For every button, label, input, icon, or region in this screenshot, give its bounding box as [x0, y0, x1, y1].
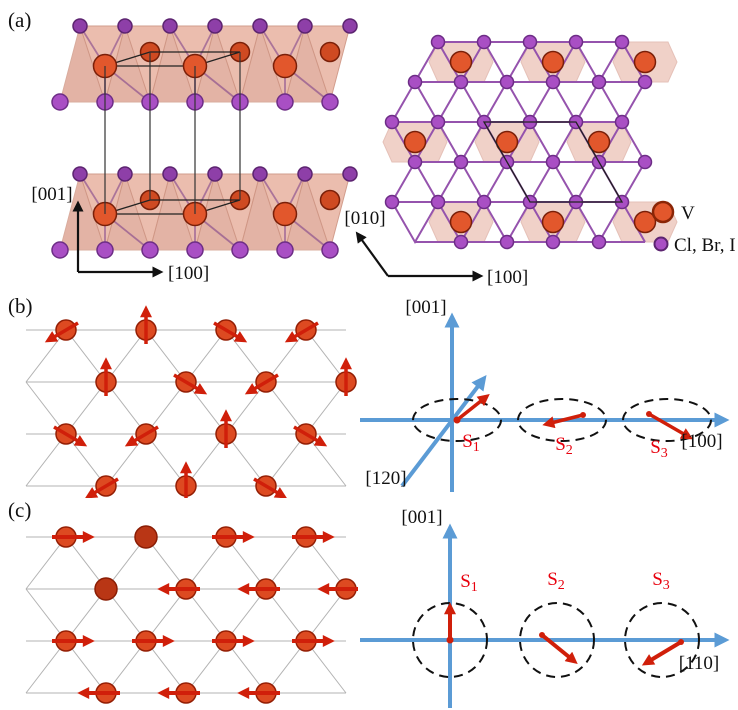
panel-b-schematic: [001] [100] [120] S1 S2 S3	[360, 297, 730, 492]
spin-label-s2-c: S2	[547, 569, 565, 593]
spin-sphere-1-b	[412, 394, 502, 442]
side-view-axes: [001] [100]	[31, 184, 209, 284]
panel-a-top-view: [010] [100] V Cl, Br, I	[344, 34, 736, 288]
schematic-axes-c	[360, 523, 730, 708]
panel-b-label: (b)	[8, 294, 33, 318]
axis-120-arrow-b	[400, 375, 487, 488]
panel-c-label: (c)	[8, 498, 32, 522]
spin-arrows	[52, 531, 358, 699]
lattice-lines	[25, 329, 347, 487]
crystal-slab-top	[51, 18, 358, 111]
spin-sphere-1-c	[412, 602, 488, 678]
legend-halogen-swatch	[653, 236, 669, 252]
panel-c-schematic: [001] [110] S1 S2 S3	[360, 507, 730, 708]
spin-arrows	[44, 305, 352, 498]
spin-label-s3-b: S3	[650, 437, 668, 461]
axis-100-label-b: [100]	[681, 431, 722, 452]
axis-100-label-top: [100]	[487, 267, 528, 288]
spin-sphere-3-b	[622, 398, 712, 442]
legend: V Cl, Br, I	[651, 200, 736, 256]
axis-010-label: [010]	[344, 208, 385, 229]
crystal-slab-bottom	[51, 166, 358, 259]
legend-vanadium-label: V	[681, 203, 695, 224]
schematic-axes-b	[360, 312, 730, 492]
axis-001-label-b: [001]	[405, 297, 446, 318]
halogen-atoms-top-view	[384, 34, 653, 250]
spin-sphere-3-c	[624, 602, 700, 678]
axis-001-label: [001]	[31, 184, 72, 205]
axis-010-arrow	[355, 231, 389, 277]
axis-001-label-c: [001]	[401, 507, 442, 528]
legend-halogen-label: Cl, Br, I	[674, 235, 736, 256]
top-view-axes: [010] [100]	[344, 208, 528, 288]
panel-a-side-view: [001] [100]	[31, 18, 358, 284]
interlayer-cell-edges	[104, 52, 241, 214]
axis-100-label: [100]	[168, 263, 209, 284]
legend-vanadium-swatch	[651, 200, 675, 224]
spin-label-s3-c: S3	[652, 569, 670, 593]
spin-label-s1-c: S1	[460, 571, 478, 595]
unit-cell-outline-top	[482, 121, 624, 203]
panel-c-spin-lattice	[25, 525, 358, 704]
axis-120-label-b: [120]	[365, 468, 406, 489]
lattice-lines	[25, 536, 347, 694]
panel-b-spin-lattice	[25, 305, 357, 498]
spin-label-s1-b: S1	[462, 431, 480, 455]
spin-label-s2-b: S2	[555, 434, 573, 458]
spin-sphere-2-c	[519, 602, 595, 678]
vanadium-atoms-top-view	[403, 50, 657, 234]
axis-110-label-c: [110]	[679, 653, 719, 674]
panel-a-label: (a)	[8, 8, 32, 32]
spin-sphere-2-b	[517, 398, 607, 442]
